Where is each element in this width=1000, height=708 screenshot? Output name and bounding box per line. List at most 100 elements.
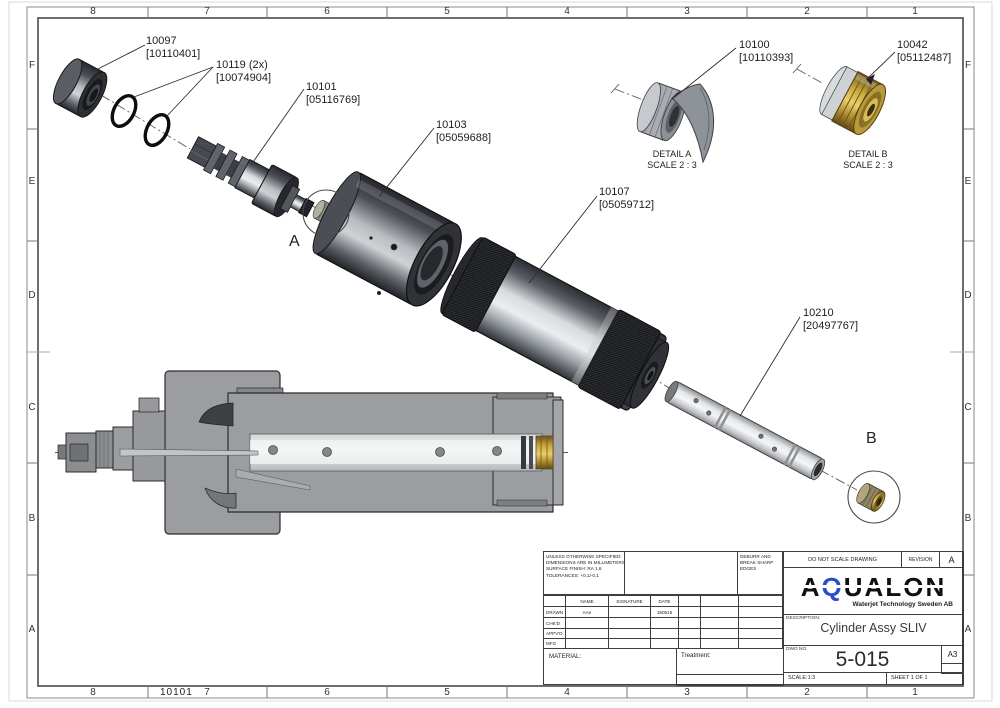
grid-col-label: 3 — [684, 6, 690, 17]
part-label-10097: 10097 [10110401] — [146, 35, 200, 61]
page-edge — [8, 1, 993, 702]
paper-size-sub-box — [941, 663, 964, 674]
bottom-watermark: 10101 — [160, 687, 193, 698]
part-number: 10210 — [803, 307, 834, 319]
description-label: DESCRIPTION: — [786, 616, 821, 621]
part-10119-orings — [110, 93, 171, 148]
grid-col-label: 6 — [324, 687, 330, 698]
grid-col-label: 1 — [912, 687, 918, 698]
revision-label: REVISION — [901, 551, 940, 568]
part-number: 10100 — [739, 39, 770, 51]
part-number: 10107 — [599, 186, 630, 198]
part-number: 10101 — [306, 81, 337, 93]
o-ring-1 — [110, 93, 138, 129]
tolerance-line: UNLESS OTHERWISE SPECIFIED: — [546, 554, 622, 559]
material-box: MATERIAL: — [543, 648, 677, 685]
part-label-10107: 10107 [05059712] — [599, 186, 654, 212]
grid-col-label: 4 — [564, 687, 570, 698]
part-label-10042: 10042 [05112487] — [897, 39, 951, 65]
tolerance-note: UNLESS OTHERWISE SPECIFIED: DIMENSIONS A… — [543, 551, 625, 595]
logo-letter-q: Q — [821, 572, 844, 602]
do-not-scale-note: DO NOT SCALE DRAWING — [783, 551, 902, 568]
datum-ticks — [610, 63, 802, 94]
part-article: [10110401] — [146, 47, 201, 60]
part-label-10119: 10119 (2x) [10074904] — [216, 59, 271, 85]
seal-pack-section — [535, 435, 554, 470]
part-article: [05059688] — [436, 131, 492, 144]
nut-hole-1 — [369, 236, 373, 240]
grid-row-label: E — [28, 176, 36, 187]
o-ring-2 — [143, 112, 171, 148]
grid-row-label: C — [964, 402, 972, 413]
grid-ticks — [27, 7, 974, 698]
part-label-10210: 10210 [20497767] — [803, 307, 858, 333]
part-article: [05112487] — [897, 51, 952, 64]
grid-col-label: 4 — [564, 6, 570, 17]
grid-row-label: E — [964, 176, 972, 187]
nut-set-screw — [390, 243, 398, 251]
tolerance-line: TOLERANCES: +0,1/-0,1 — [546, 572, 599, 578]
detail-a-caption: DETAIL A SCALE 2 : 3 — [627, 149, 717, 172]
detail-circle-a — [302, 189, 350, 237]
grid-col-label: 2 — [804, 6, 810, 17]
material-label: MATERIAL: — [549, 653, 582, 660]
grid-col-label: 2 — [804, 687, 810, 698]
grid-col-label: 5 — [444, 687, 450, 698]
leader-lines — [95, 44, 896, 417]
detail-title: DETAIL B — [848, 149, 888, 159]
part-label-10103: 10103 [05059688] — [436, 119, 491, 145]
logo-letter: A — [800, 572, 822, 602]
title-block — [543, 551, 963, 685]
deburr-note: DEBURR AND BREAK SHARP EDGES — [737, 551, 783, 595]
grid-col-label: 8 — [90, 687, 96, 698]
grid-col-label: 3 — [684, 687, 690, 698]
finish-box — [624, 551, 738, 595]
description-value: Cylinder Assy SLIV — [820, 621, 927, 635]
tolerance-line: SURFACE FINISH: RA 1.6 — [546, 566, 602, 572]
detail-title: DETAIL A — [652, 149, 692, 159]
treatment-label: Treatment: — [681, 652, 711, 659]
detail-marker-b: B — [866, 430, 877, 447]
dwg-no-box: DWG NO. 5-015 — [783, 645, 942, 673]
section-view — [57, 370, 564, 535]
grid-row-label: F — [28, 60, 36, 71]
part-number: 10097 — [146, 35, 177, 47]
part-article: [20497767] — [803, 319, 859, 332]
dwg-no-label: DWG NO. — [786, 647, 808, 652]
part-label-10101: 10101 [05116769] — [306, 81, 360, 107]
description-box: DESCRIPTION: Cylinder Assy SLIV — [783, 614, 964, 646]
part-label-10100: 10100 [10110393] — [739, 39, 793, 65]
detail-a-view — [636, 82, 714, 164]
part-number: 10103 — [436, 119, 467, 131]
sheet-box: SHEET 1 OF 1 — [886, 672, 964, 685]
part-seal-ring-b — [856, 483, 886, 512]
part-article: [05059712] — [599, 198, 655, 211]
revision-value: A — [939, 551, 964, 568]
aqualon-logo: AQUALON — [801, 574, 946, 600]
detail-scale: SCALE 2 : 3 — [647, 160, 697, 171]
grid-row-label: D — [964, 290, 972, 301]
treatment-sub-box — [676, 674, 784, 686]
grid-col-label: 7 — [204, 6, 210, 17]
detail-b-caption: DETAIL B SCALE 2 : 3 — [823, 149, 913, 172]
logo-letters: UALON — [843, 572, 947, 602]
detail-marker-a: A — [289, 233, 300, 250]
scale-box: SCALE:1:3 — [783, 672, 887, 685]
part-number: 10119 (2x) — [216, 59, 268, 71]
part-number: 10042 — [897, 39, 928, 51]
nut-hole-2 — [377, 291, 381, 295]
detail-circle-b — [847, 470, 901, 524]
leader-arrowhead — [866, 74, 875, 85]
detail-b-view — [819, 66, 886, 136]
part-10103 — [312, 171, 462, 307]
detail-scale: SCALE 2 : 3 — [843, 160, 893, 171]
part-article: [05116769] — [306, 93, 361, 106]
grid-row-label: D — [28, 290, 36, 301]
part-10101 — [186, 136, 315, 218]
grid-col-label: 5 — [444, 6, 450, 17]
grid-row-label: B — [964, 513, 972, 524]
part-10097 — [52, 58, 108, 118]
grid-col-label: 7 — [204, 687, 210, 698]
